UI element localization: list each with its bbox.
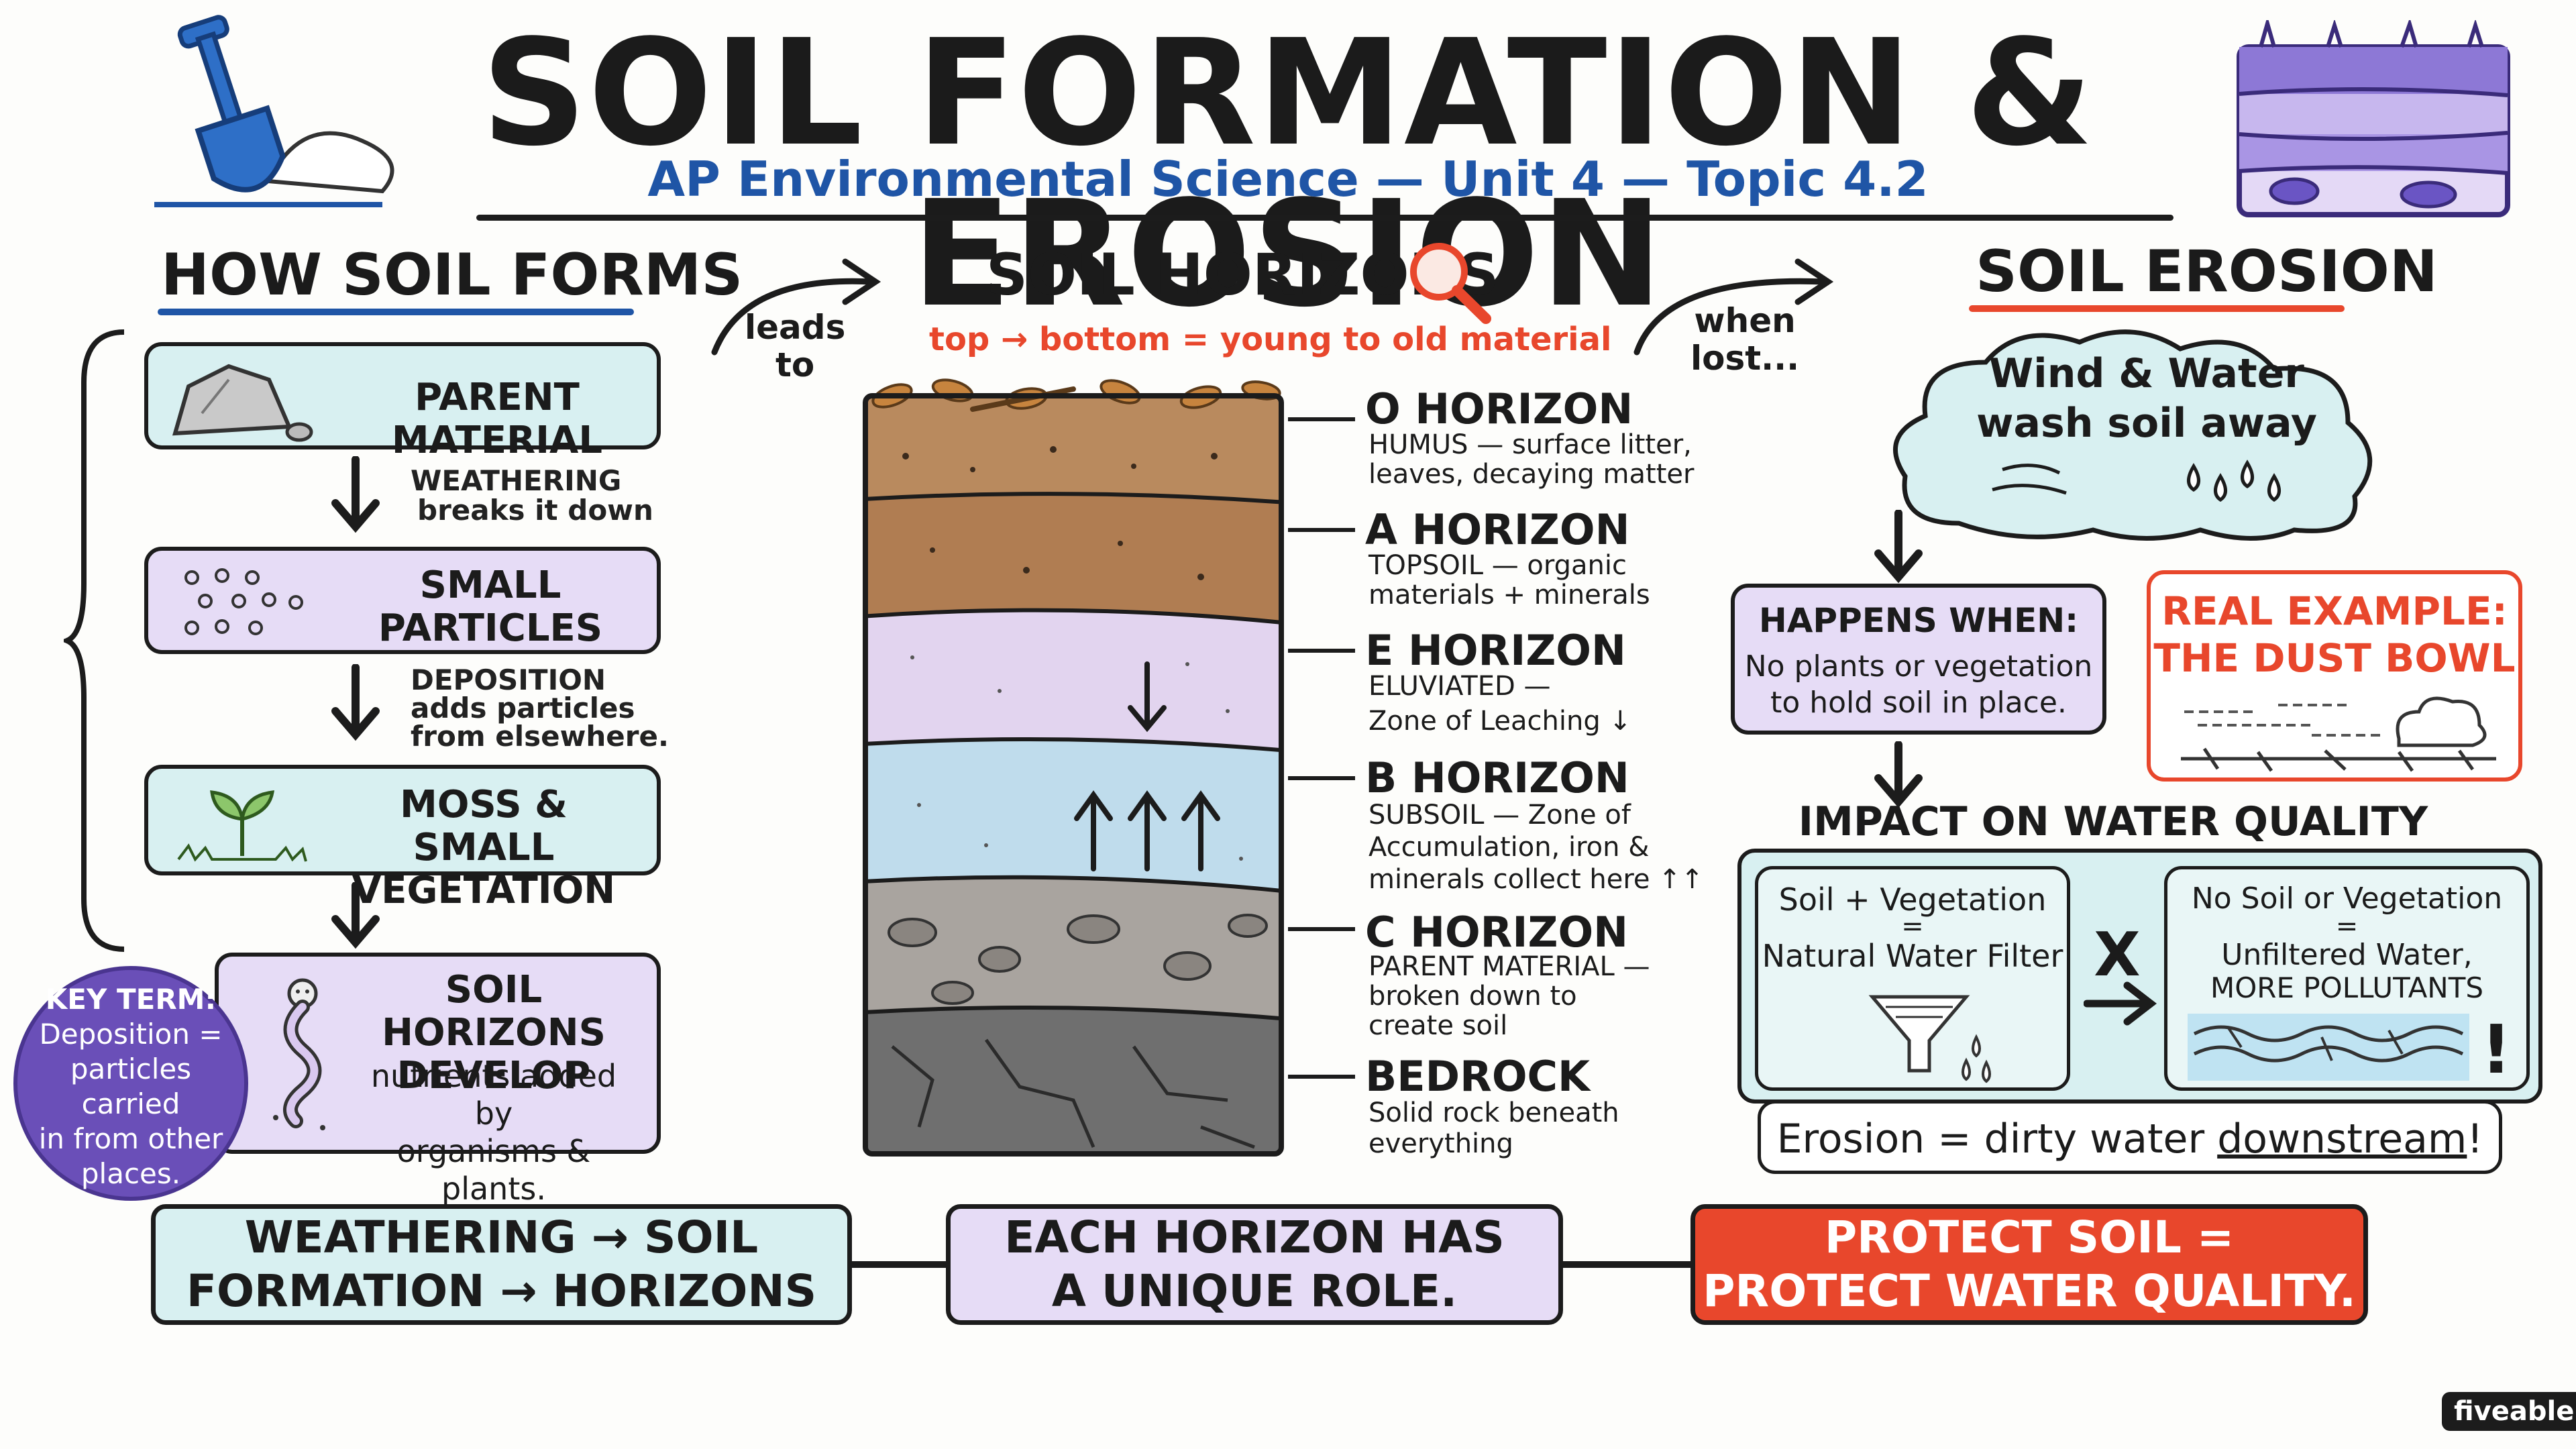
when-lost-arrow-icon	[1633, 258, 1834, 356]
right-arrow-icon	[2084, 981, 2157, 1026]
section-heading-forms: HOW SOIL FORMS	[161, 241, 743, 309]
dust-storm-icon	[2181, 696, 2496, 772]
horizon-desc: broken down to	[1368, 981, 1577, 1012]
unfiltered-box: No Soil or Vegetation = Unfiltered Water…	[2164, 866, 2530, 1091]
sprout-icon	[177, 790, 307, 862]
horizon-desc: create soil	[1368, 1010, 1508, 1041]
dust-bowl-box: REAL EXAMPLE: THE DUST BOWL	[2147, 570, 2522, 782]
layer-c	[865, 877, 1281, 1020]
key-term-badge: KEY TERM: Deposition = particles carried…	[13, 966, 248, 1201]
funnel-icon	[1868, 995, 1991, 1083]
worm-icon	[273, 978, 325, 1130]
layer-e	[865, 610, 1281, 751]
horizon-desc: HUMUS — surface litter,	[1368, 429, 1692, 460]
title-underline	[476, 215, 2174, 221]
horizon-leader-lines	[1288, 417, 1355, 1079]
brand-logo: fiveable	[2442, 1392, 2576, 1431]
horizon-name: A HORIZON	[1365, 505, 1630, 554]
erosion-summary: Erosion = dirty water downstream!	[1758, 1100, 2502, 1174]
unfiltered-line: MORE POLLUTANTS	[2210, 971, 2484, 1004]
arrow-note-weathering: WEATHERING breaks it down	[411, 464, 653, 527]
page-title: SOIL FORMATION & EROSION	[481, 9, 2095, 339]
horizon-desc: SUBSOIL — Zone of	[1368, 800, 1631, 830]
horizon-desc: ELUVIATED —	[1368, 671, 1551, 702]
brace-icon	[64, 329, 125, 952]
soil-column	[863, 378, 1284, 1157]
horizon-desc: minerals collect here ↑↑	[1368, 864, 1704, 895]
forms-underline	[158, 309, 634, 315]
horizon-name: BEDROCK	[1365, 1052, 1591, 1101]
filter-box: Soil + Vegetation = Natural Water Filter	[1755, 866, 2070, 1091]
summary-text: Erosion = dirty water downstream!	[1776, 1116, 2483, 1163]
summary-horizon-role: EACH HORIZON HAS A UNIQUE ROLE.	[946, 1204, 1563, 1325]
page-subtitle: AP Environmental Science — Unit 4 — Topi…	[647, 151, 1929, 207]
step-label: MOSS & SMALL VEGETATION	[352, 783, 616, 912]
cloud-icon	[1893, 329, 2373, 541]
horizon-desc: TOPSOIL — organic	[1368, 550, 1627, 581]
horizon-name: E HORIZON	[1365, 626, 1626, 675]
x-mark: X	[2094, 920, 2141, 990]
summary-weathering: WEATHERING → SOIL FORMATION → HORIZONS	[151, 1204, 852, 1325]
horizon-desc: materials + minerals	[1368, 580, 1650, 610]
leads-to-arrow-icon	[711, 258, 881, 356]
horizon-desc: leaves, decaying matter	[1368, 459, 1695, 490]
horizon-name: O HORIZON	[1365, 384, 1633, 433]
magnifier-icon	[1410, 243, 1491, 324]
happens-when-box: HAPPENS WHEN: No plants or vegetation to…	[1731, 584, 2106, 735]
unfiltered-line: Unfiltered Water,	[2221, 938, 2473, 972]
happens-title: HAPPENS WHEN:	[1758, 601, 2079, 640]
horizon-desc: PARENT MATERIAL —	[1368, 951, 1650, 982]
horizon-desc: Accumulation, iron &	[1368, 832, 1650, 863]
erosion-underline	[1969, 305, 2345, 312]
step-label: PARENT MATERIAL	[391, 376, 603, 462]
horizon-desc: Zone of Leaching ↓	[1368, 706, 1631, 737]
step-label: SOIL HORIZONS DEVELOP	[382, 968, 606, 1097]
down-arrow-icon	[331, 882, 380, 949]
example-title: REAL EXAMPLE: THE DUST BOWL	[2153, 588, 2516, 681]
impact-heading: IMPACT ON WATER QUALITY	[1798, 798, 2428, 845]
down-arrow-icon	[1874, 510, 1923, 584]
exclaim-mark: !	[2481, 1010, 2512, 1089]
down-arrow-icon	[331, 456, 380, 533]
layer-bedrock	[865, 1008, 1281, 1154]
shovel-icon	[154, 15, 394, 207]
summary-protect-soil: PROTECT SOIL = PROTECT WATER QUALITY.	[1690, 1204, 2368, 1325]
layer-b	[865, 739, 1281, 889]
step-label: SMALL PARTICLES	[378, 564, 603, 650]
happens-line: No plants or vegetation	[1744, 649, 2093, 684]
polluted-water-icon	[2188, 1014, 2469, 1081]
filter-eq: =	[1901, 911, 1924, 942]
impact-panel: Soil + Vegetation = Natural Water Filter…	[1737, 849, 2542, 1104]
happens-line: to hold soil in place.	[1770, 686, 2067, 720]
section-heading-erosion: SOIL EROSION	[1976, 238, 2438, 305]
layer-o	[865, 396, 1281, 510]
down-arrow-icon	[331, 664, 380, 741]
particles-icon	[184, 568, 303, 635]
horizon-name: B HORIZON	[1365, 753, 1629, 802]
horizon-desc: everything	[1368, 1128, 1513, 1159]
horizon-desc: Solid rock beneath	[1368, 1097, 1619, 1128]
filter-line: Natural Water Filter	[1762, 938, 2063, 974]
filter-line: Soil + Vegetation	[1778, 881, 2047, 918]
down-arrow-icon	[1874, 741, 1923, 808]
step-soil-horizons-develop: SOIL HORIZONS DEVELOP nutrients added by…	[215, 953, 661, 1207]
step-note: nutrients added by organisms & plants.	[370, 1058, 617, 1207]
when-lost-label: when lost...	[1690, 301, 1800, 378]
rock-icon	[172, 364, 313, 442]
horizon-name: C HORIZON	[1365, 908, 1629, 957]
cloud-text: Wind & Water wash soil away	[1976, 350, 2317, 447]
unfiltered-eq: =	[2335, 911, 2359, 942]
step-parent-material: PARENT MATERIAL	[144, 342, 661, 462]
arrow-note-deposition: DEPOSITION adds particles from elsewhere…	[411, 663, 669, 753]
horizons-note: top → bottom = young to old material	[929, 321, 1612, 358]
unfiltered-line: No Soil or Vegetation	[2191, 881, 2503, 916]
step-small-particles: SMALL PARTICLES	[144, 547, 661, 654]
layer-a	[865, 494, 1281, 624]
step-moss-vegetation: MOSS & SMALL VEGETATION	[144, 765, 661, 912]
leads-to-label: leads to	[745, 308, 846, 384]
soil-layers-icon	[2237, 20, 2510, 217]
